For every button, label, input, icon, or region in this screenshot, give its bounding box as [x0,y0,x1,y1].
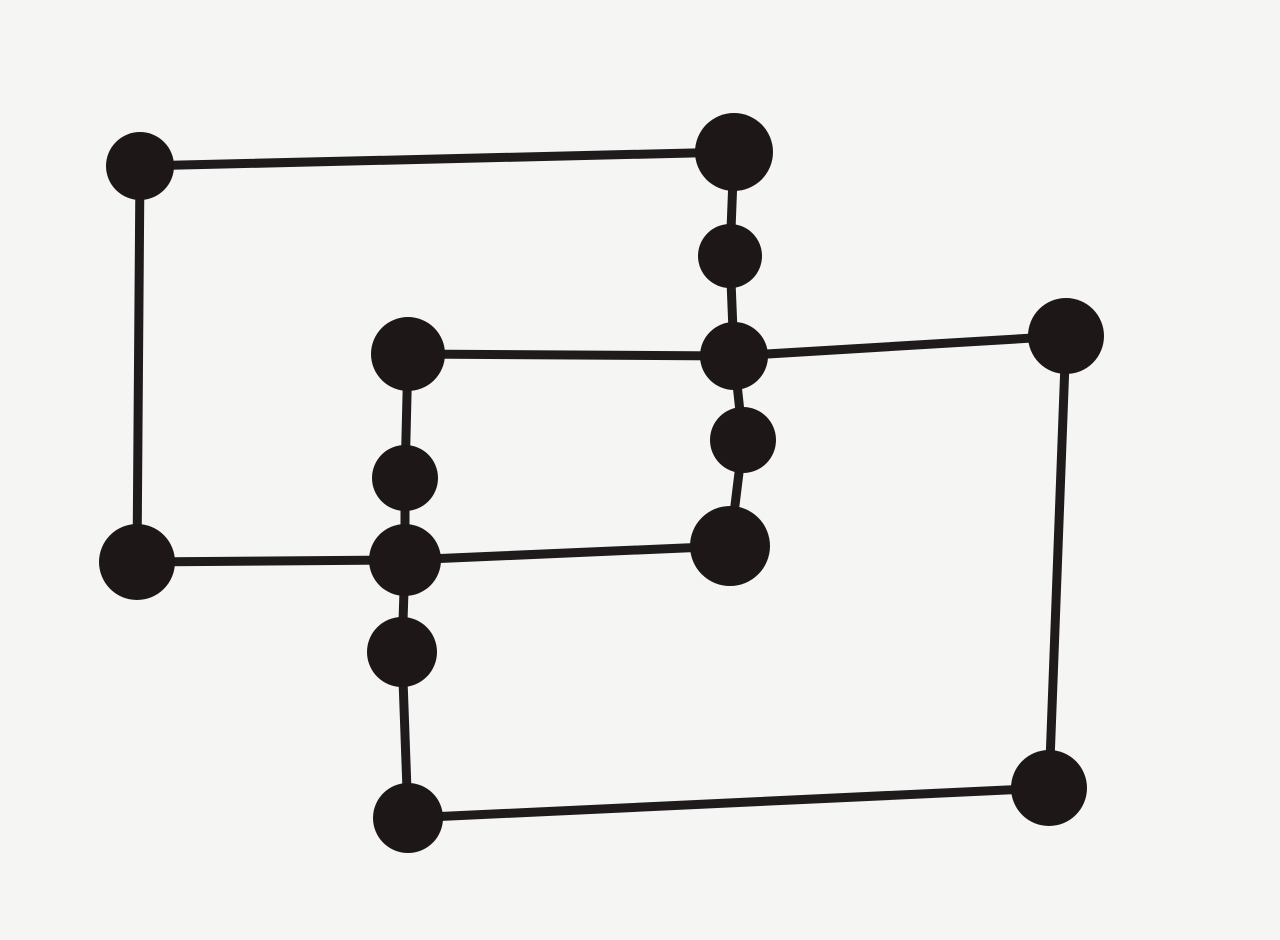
node-n13 [373,783,443,853]
edge-n8-n5 [403,349,739,361]
edge-n16-n13 [403,783,1054,823]
edge-layer [132,147,1071,823]
node-n3 [99,524,175,600]
node-n7 [690,506,770,586]
node-n10 [369,524,441,596]
node-n6 [710,407,776,473]
node-n16 [1011,750,1087,826]
node-n2 [695,113,773,191]
node-n9 [372,445,438,511]
edge-n1-n3 [132,161,145,567]
node-n15 [1028,298,1104,374]
edge-n15-n16 [1044,331,1071,793]
edge-n3-n10 [132,555,410,567]
node-n12 [367,617,437,687]
edge-n1-n2 [135,147,739,171]
node-n1 [106,132,174,200]
edge-n5-n15 [729,331,1071,361]
node-layer [99,113,1104,853]
node-n5 [700,322,768,390]
node-n8 [371,317,445,391]
node-n4 [698,224,762,288]
edge-n10-n14 [400,541,735,565]
